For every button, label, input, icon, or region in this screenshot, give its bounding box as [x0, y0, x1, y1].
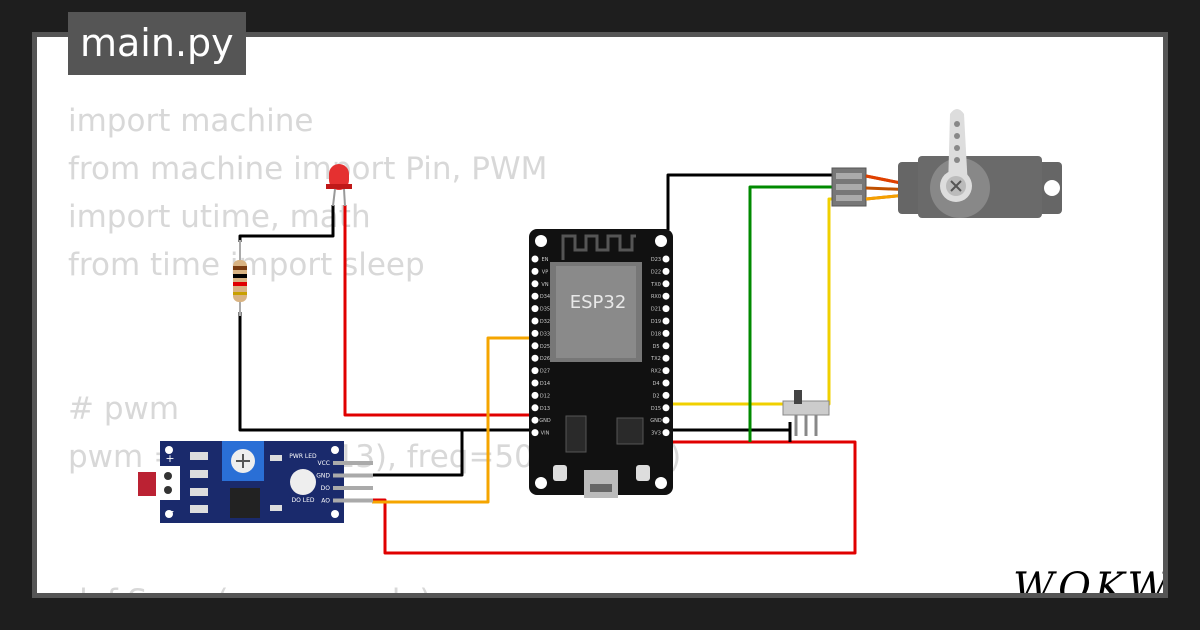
- esp32-pin-left[interactable]: [531, 317, 539, 325]
- esp32-pin-right[interactable]: [662, 404, 670, 412]
- esp32-pin-right[interactable]: [662, 354, 670, 362]
- esp32-pin-right[interactable]: [662, 379, 670, 387]
- pwr-led-label: PWR LED: [289, 453, 317, 460]
- servo-motor[interactable]: [831, 109, 1062, 218]
- esp32-pin-left[interactable]: [531, 292, 539, 300]
- wire-black-servo: [666, 173, 833, 230]
- wire-yellow-switch: [665, 197, 833, 406]
- sensor-pin-label: VCC: [318, 460, 330, 467]
- sensor-pin[interactable]: [333, 461, 373, 465]
- esp32-pin-label: D26: [540, 356, 550, 362]
- esp32-pin-label: VP: [542, 269, 548, 275]
- esp32-pin-left[interactable]: [531, 379, 539, 387]
- esp32-pin-right[interactable]: [662, 280, 670, 288]
- slide-switch[interactable]: [782, 390, 830, 436]
- simulation-canvas[interactable]: import machine from machine import Pin, P…: [37, 37, 1163, 593]
- esp32-pin-right[interactable]: [662, 342, 670, 350]
- red-led[interactable]: [326, 164, 352, 207]
- esp32-pin-left[interactable]: [531, 329, 539, 337]
- esp32-pin-right[interactable]: [662, 391, 670, 399]
- esp32-pin-right[interactable]: [662, 429, 670, 437]
- wire-orange-signal: [372, 336, 535, 504]
- esp32-pin-right[interactable]: [662, 317, 670, 325]
- esp32-pin-label: D4: [652, 381, 659, 387]
- esp32-pin-label: D22: [651, 269, 661, 275]
- esp32-pin-right[interactable]: [662, 329, 670, 337]
- esp32-pin-label: D19: [651, 319, 661, 325]
- esp32-pin-right[interactable]: [662, 292, 670, 300]
- esp32-pin-right[interactable]: [662, 267, 670, 275]
- code-line: from machine import Pin, PWM: [68, 151, 548, 187]
- code-line: # pwm: [68, 391, 180, 427]
- file-tab-title[interactable]: main.py: [68, 12, 246, 75]
- sensor-pin[interactable]: [333, 486, 373, 490]
- code-line: import utime, math: [68, 199, 371, 235]
- esp32-pin-label: D2: [652, 393, 659, 399]
- sensor-pin-label: AO: [321, 498, 330, 505]
- esp32-pin-left[interactable]: [531, 342, 539, 350]
- esp32-pin-left[interactable]: [531, 367, 539, 375]
- esp32-pin-label: VN: [541, 282, 548, 288]
- esp32-pin-label: D13: [540, 406, 550, 412]
- sensor-pin-label: DO: [321, 485, 331, 492]
- do-led-label: DO LED: [291, 497, 314, 504]
- polarity-plus: +: [165, 452, 174, 465]
- polarity-minus: −: [165, 505, 174, 518]
- code-line: def Servo(servo, angle):: [68, 583, 442, 593]
- esp32-pin-label: GND: [650, 418, 662, 424]
- wire-green-servo: [748, 185, 833, 442]
- esp32-pin-right[interactable]: [662, 416, 670, 424]
- esp32-pin-label: TX0: [650, 282, 661, 288]
- esp32-pin-label: RX0: [651, 294, 661, 300]
- wire-red-power: [372, 440, 857, 555]
- esp32-pin-left[interactable]: [531, 305, 539, 313]
- wire-black-sensor: [372, 430, 464, 477]
- sensor-pin-label: GND: [316, 473, 330, 480]
- esp32-pin-left[interactable]: [531, 416, 539, 424]
- sensor-pin[interactable]: [333, 473, 373, 478]
- esp32-pin-label: 3V3: [651, 431, 661, 437]
- esp32-pin-right[interactable]: [662, 255, 670, 263]
- esp32-pin-label: VIN: [541, 431, 550, 437]
- esp32-pin-label: D14: [540, 381, 550, 387]
- esp32-pin-left[interactable]: [531, 354, 539, 362]
- esp32-pin-label: D15: [651, 406, 661, 412]
- esp32-pin-left[interactable]: [531, 429, 539, 437]
- code-line: import machine: [68, 103, 314, 139]
- esp32-pin-label: D34: [540, 294, 550, 300]
- esp32-label: ESP32: [570, 292, 627, 313]
- esp32-pin-left[interactable]: [531, 280, 539, 288]
- esp32-pin-label: D27: [540, 369, 550, 375]
- esp32-pin-label: RX2: [651, 369, 661, 375]
- esp32-pin-label: D21: [651, 307, 661, 313]
- esp32-pin-label: D33: [540, 331, 550, 337]
- esp32-pin-right[interactable]: [662, 305, 670, 313]
- esp32-pin-label: TX2: [650, 356, 661, 362]
- wire-black-resistor: [238, 205, 335, 242]
- esp32-pin-left[interactable]: [531, 255, 539, 263]
- wokwi-logo: WOKWI: [1013, 565, 1163, 593]
- sensor-module[interactable]: + − PWR LED DO LED VCC GND DO AO: [138, 441, 373, 523]
- esp32-pin-left[interactable]: [531, 267, 539, 275]
- esp32-board[interactable]: ESP32 ENVPVND34D35D32D33D25D26D27D14D12D…: [529, 229, 673, 498]
- esp32-pin-label: D25: [540, 344, 550, 350]
- esp32-pin-label: EN: [542, 257, 549, 263]
- esp32-pin-right[interactable]: [662, 367, 670, 375]
- resistor[interactable]: [233, 240, 247, 316]
- wire-red-led: [343, 205, 540, 417]
- esp32-pin-label: GND: [539, 418, 551, 424]
- wire-black-ground: [238, 312, 790, 432]
- circuit-diagram[interactable]: ESP32 ENVPVND34D35D32D33D25D26D27D14D12D…: [37, 37, 1163, 593]
- esp32-pin-label: D35: [540, 307, 550, 313]
- esp32-pin-label: D18: [651, 331, 661, 337]
- sensor-pin[interactable]: [333, 498, 373, 503]
- esp32-pin-label: D12: [540, 393, 550, 399]
- esp32-pin-label: D32: [540, 319, 550, 325]
- code-line: from time import sleep: [68, 247, 425, 283]
- esp32-pin-left[interactable]: [531, 391, 539, 399]
- esp32-pin-left[interactable]: [531, 404, 539, 412]
- esp32-pin-label: D5: [652, 344, 659, 350]
- esp32-pin-label: D23: [651, 257, 661, 263]
